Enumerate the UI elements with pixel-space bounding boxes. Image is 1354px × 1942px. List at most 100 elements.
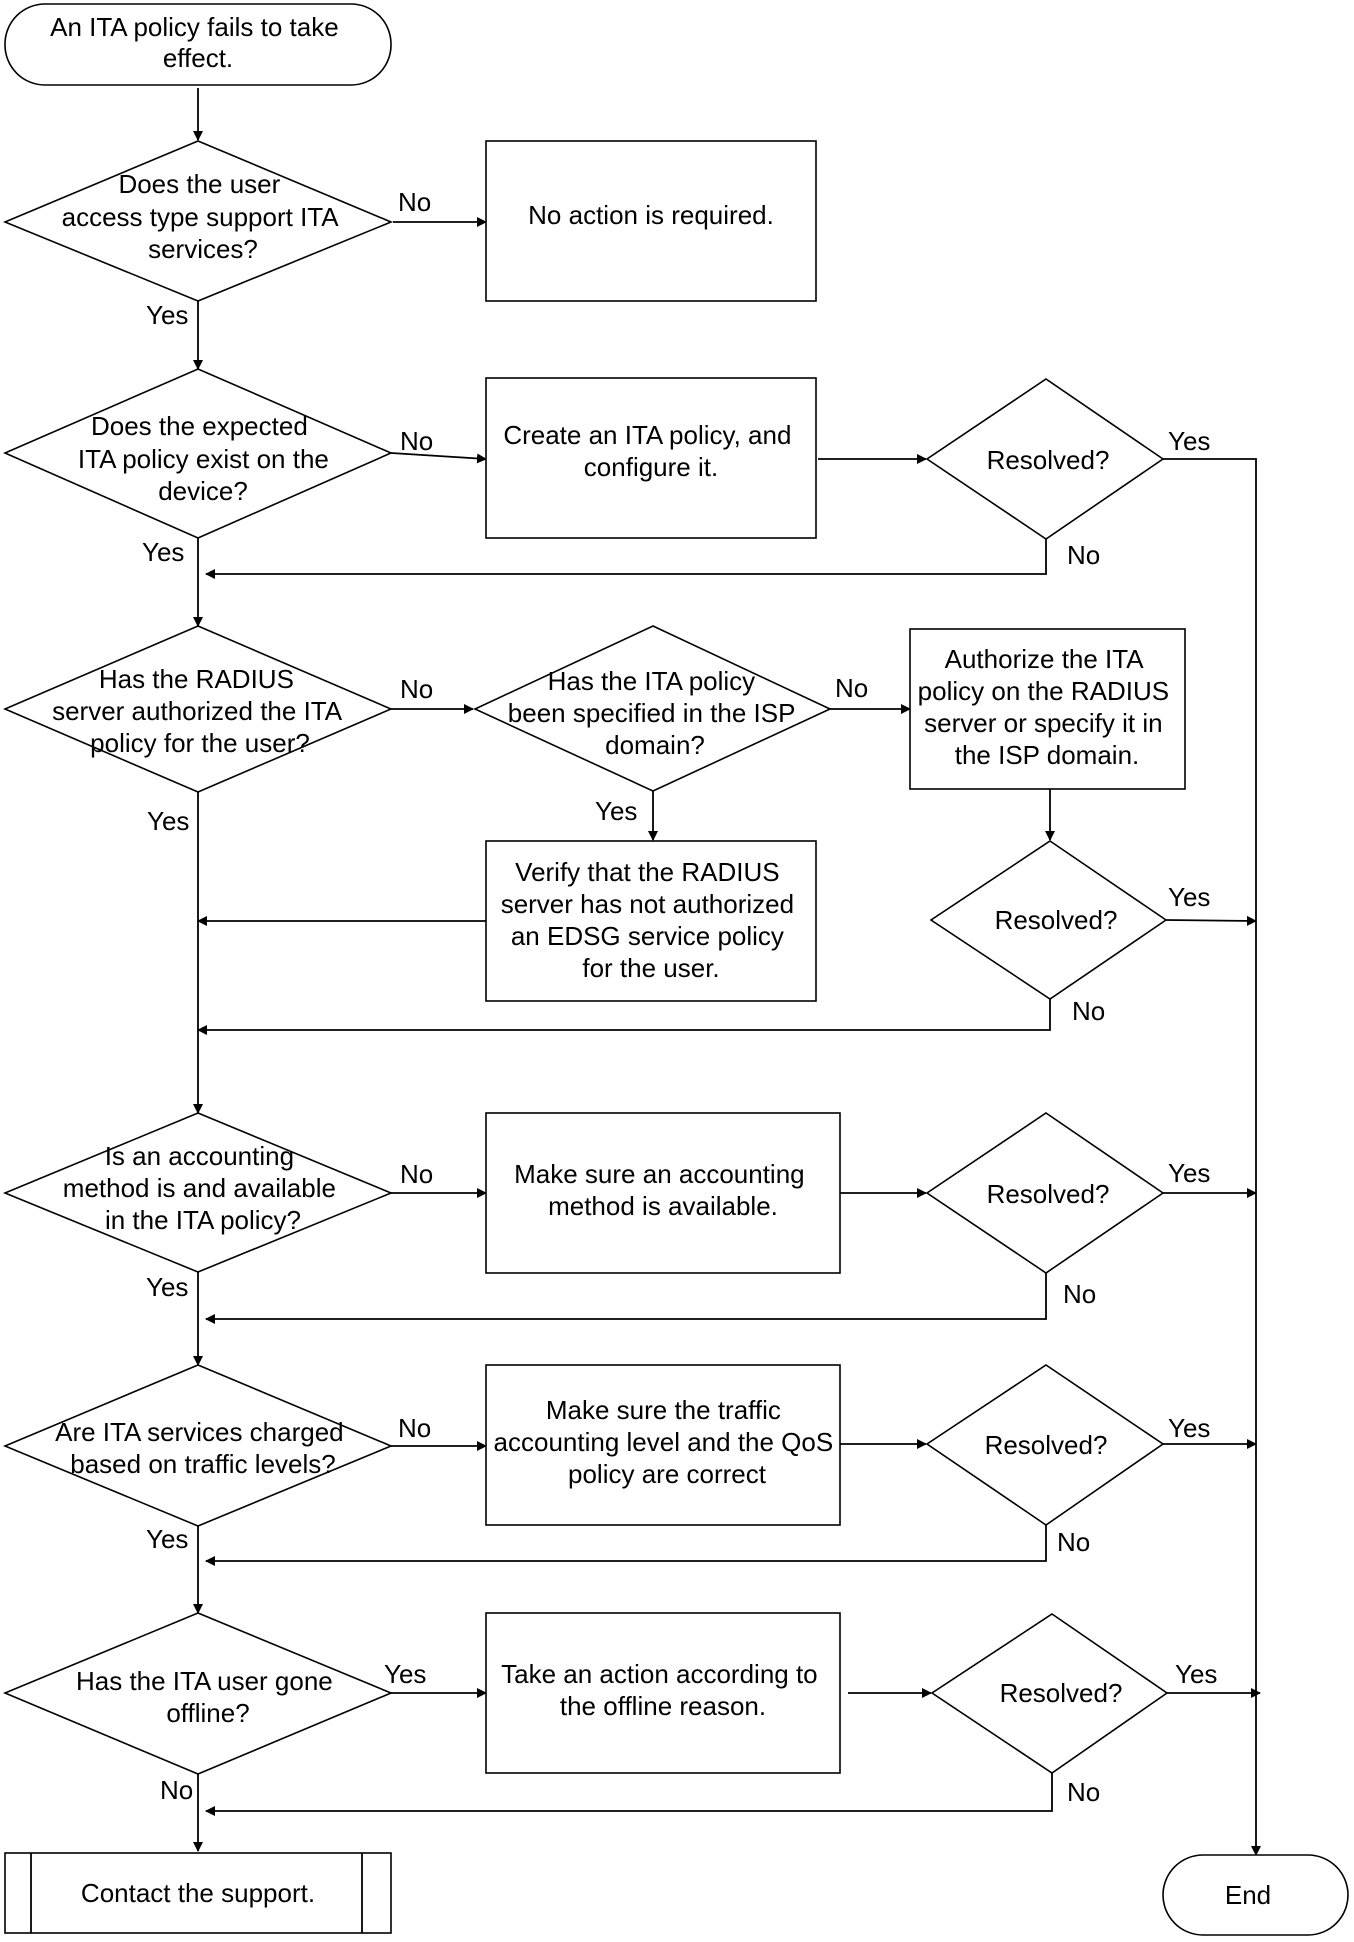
start-terminator <box>4 3 392 86</box>
decision-gone-offline-line-2: offline? <box>166 1698 249 1728</box>
arrow-resolved2-yes <box>1165 915 1257 926</box>
action-traffic-qos-line-1: Make sure the traffic <box>546 1395 781 1425</box>
action-create-policy-text: Create an ITA policy, and configure it. <box>503 420 798 482</box>
decision-access-type-line-2: access type support ITA <box>62 202 340 232</box>
label-policy-no: No <box>400 426 433 456</box>
action-offline-reason-line-1: Take an action according to <box>501 1659 818 1689</box>
decision-policy-exists-text: Does the expected ITA policy exist on th… <box>78 411 336 506</box>
decision-resolved-2 <box>929 840 1168 1000</box>
decision-policy-exists-line-2: ITA policy exist on the <box>78 444 329 474</box>
decision-resolved-2-text: Resolved? <box>995 905 1118 935</box>
label-resolved5-yes: Yes <box>1175 1659 1217 1689</box>
decision-isp-specified <box>473 625 832 792</box>
label-radius-no: No <box>400 674 433 704</box>
label-resolved4-no: No <box>1057 1527 1090 1557</box>
decision-radius-authorized-line-2: server authorized the ITA <box>52 696 343 726</box>
decision-policy-exists-line-3: device? <box>158 476 248 506</box>
decision-isp-specified-text: Has the ITA policy been specified in the… <box>508 666 802 760</box>
decision-gone-offline-text: Has the ITA user gone offline? <box>76 1666 340 1728</box>
action-no-action-line-1: No action is required. <box>528 200 774 230</box>
action-authorize-policy-line-3: server or specify it in <box>924 708 1162 738</box>
decision-traffic-levels-line-2: based on traffic levels? <box>70 1449 335 1479</box>
decision-gone-offline <box>2 1612 394 1775</box>
action-accounting-available <box>485 1112 841 1274</box>
label-resolved4-yes: Yes <box>1168 1413 1210 1443</box>
label-resolved2-no: No <box>1072 996 1105 1026</box>
label-resolved3-no: No <box>1063 1279 1096 1309</box>
decision-traffic-levels-line-1: Are ITA services charged <box>55 1417 344 1447</box>
end-text: End <box>1225 1880 1271 1910</box>
action-traffic-qos-line-2: accounting level and the QoS <box>494 1427 834 1457</box>
label-resolved3-yes: Yes <box>1168 1158 1210 1188</box>
decision-resolved-3-text: Resolved? <box>987 1179 1110 1209</box>
decision-accounting-method-line-1: Is an accounting <box>105 1141 294 1171</box>
arrow-resolved2-no <box>197 999 1051 1035</box>
decision-policy-exists <box>3 368 393 539</box>
decision-access-type-line-1: Does the user <box>118 169 280 199</box>
decision-radius-authorized-text: Has the RADIUS server authorized the ITA… <box>52 664 348 758</box>
decision-access-type-line-3: services? <box>148 234 258 264</box>
arrow-resolved1-no <box>205 539 1047 579</box>
decision-resolved-4-text: Resolved? <box>985 1430 1108 1460</box>
decision-radius-authorized-line-1: Has the RADIUS <box>99 664 294 694</box>
label-traffic-no: No <box>398 1413 431 1443</box>
label-policy-yes: Yes <box>142 537 184 567</box>
action-no-action-text: No action is required. <box>528 200 774 230</box>
contact-support-box <box>4 1852 392 1934</box>
arrow-policy-no <box>390 452 487 464</box>
action-offline-reason-line-2: the offline reason. <box>560 1691 766 1721</box>
decision-resolved-5 <box>930 1613 1169 1774</box>
action-verify-edsg-line-2: server has not authorized <box>501 889 794 919</box>
arrow-resolved4-no <box>205 1525 1047 1566</box>
label-accounting-yes: Yes <box>146 1272 188 1302</box>
action-accounting-available-line-2: method is available. <box>548 1191 778 1221</box>
decision-resolved-5-text: Resolved? <box>1000 1678 1123 1708</box>
decision-accounting-method-line-2: method is and available <box>63 1173 336 1203</box>
decision-isp-specified-line-3: domain? <box>605 730 705 760</box>
action-traffic-qos-text: Make sure the traffic accounting level a… <box>494 1395 841 1489</box>
label-access-yes: Yes <box>146 300 188 330</box>
action-no-action <box>485 140 817 302</box>
decision-accounting-method-line-3: in the ITA policy? <box>105 1205 301 1235</box>
start-line-1: An ITA policy fails to take <box>50 12 339 42</box>
decision-gone-offline-line-1: Has the ITA user gone <box>76 1666 333 1696</box>
decision-resolved-1-text: Resolved? <box>987 445 1110 475</box>
action-verify-edsg <box>485 840 817 1002</box>
label-accounting-no: No <box>400 1159 433 1189</box>
start-text: An ITA policy fails to take effect. <box>50 12 346 73</box>
action-create-policy-line-2: configure it. <box>584 452 718 482</box>
decision-accounting-method <box>2 1112 394 1273</box>
label-isp-yes: Yes <box>595 796 637 826</box>
decision-resolved-4 <box>925 1364 1165 1526</box>
action-traffic-qos <box>485 1364 841 1526</box>
action-create-policy <box>485 377 817 539</box>
decision-resolved-3 <box>925 1112 1165 1274</box>
arrow-resolved5-no <box>205 1773 1053 1816</box>
action-verify-edsg-line-1: Verify that the RADIUS <box>515 857 779 887</box>
decision-isp-specified-line-2: been specified in the ISP <box>508 698 795 728</box>
action-offline-reason-text: Take an action according to the offline … <box>501 1659 825 1721</box>
action-authorize-policy <box>909 628 1186 790</box>
action-verify-edsg-line-4: for the user. <box>582 953 719 983</box>
action-accounting-available-text: Make sure an accounting method is availa… <box>514 1159 812 1221</box>
decision-access-type-text: Does the user access type support ITA se… <box>62 169 345 264</box>
start-line-2: effect. <box>163 43 233 73</box>
decision-isp-specified-line-1: Has the ITA policy <box>548 666 756 696</box>
label-resolved1-no: No <box>1067 540 1100 570</box>
label-radius-yes: Yes <box>147 806 189 836</box>
action-verify-edsg-line-3: an EDSG service policy <box>511 921 784 951</box>
action-traffic-qos-line-3: policy are correct <box>568 1459 767 1489</box>
decision-radius-authorized <box>2 625 394 793</box>
label-isp-no: No <box>835 673 868 703</box>
decision-traffic-levels <box>2 1364 394 1527</box>
label-offline-no: No <box>160 1775 193 1805</box>
action-authorize-policy-text: Authorize the ITA policy on the RADIUS s… <box>918 644 1177 770</box>
action-authorize-policy-line-1: Authorize the ITA <box>945 644 1145 674</box>
label-resolved5-no: No <box>1067 1777 1100 1807</box>
action-offline-reason <box>485 1612 841 1774</box>
connectors <box>193 88 1261 1856</box>
end-terminator <box>1162 1854 1349 1936</box>
decision-access-type <box>2 140 394 302</box>
arrow-resolved1-yes <box>1163 458 1261 1856</box>
